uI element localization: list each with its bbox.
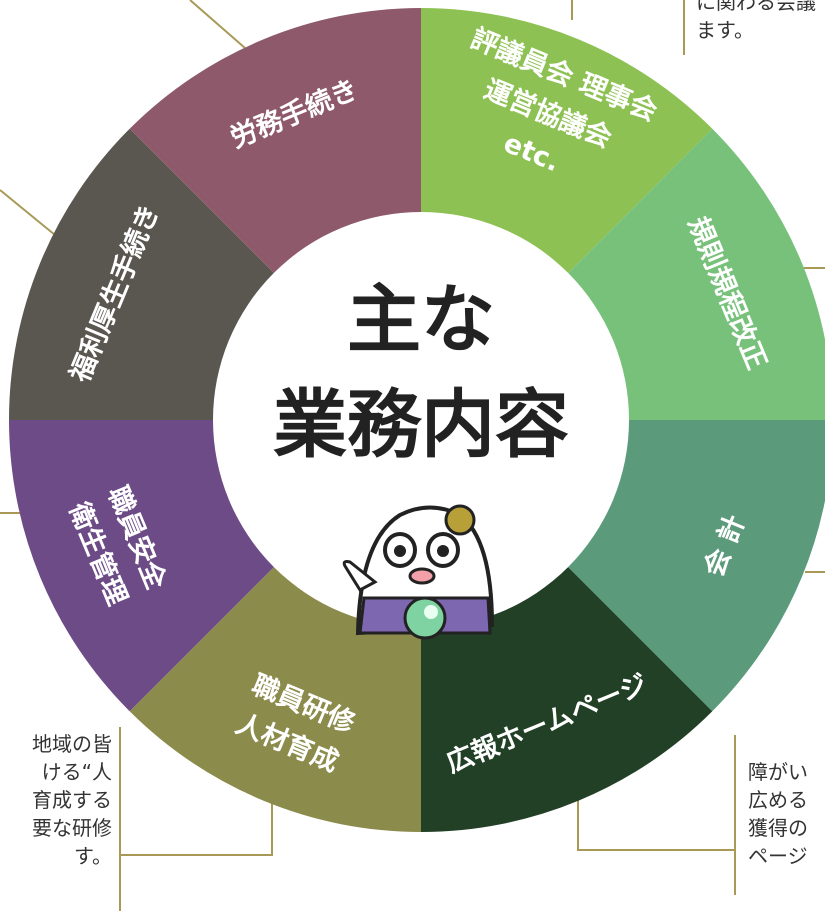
mascot-hair-bun-icon [444, 504, 476, 536]
center-circle [213, 212, 629, 628]
center-title-line2: 業務内容 [273, 382, 569, 468]
connector-training [120, 803, 273, 856]
note-top-right: に関わる会議 ます。 [696, 0, 816, 42]
mascot-arm-icon [342, 560, 378, 592]
connector-pr [577, 797, 735, 851]
note-bottom-left: 地域の皆 ける“人 育成する 要な研修 す。 [32, 732, 112, 868]
mascot-globe-shine-icon [424, 605, 438, 619]
connector-labor [189, 0, 246, 49]
mascot-mouth-icon [408, 567, 436, 585]
mascot-character [342, 504, 495, 640]
note-bottom-right: 障がい 広める 獲得の ページ [748, 760, 808, 868]
mascot-left-pupil-icon [394, 545, 406, 557]
connector-welfare [0, 189, 56, 236]
center-title-line1: 主な [347, 277, 495, 363]
mascot-right-pupil-icon [437, 545, 449, 557]
mascot-globe-icon [403, 596, 447, 640]
